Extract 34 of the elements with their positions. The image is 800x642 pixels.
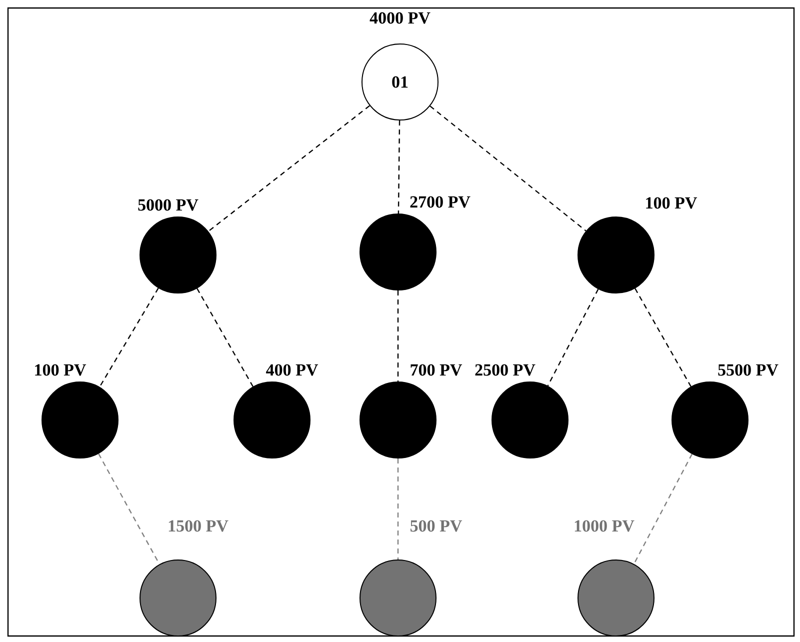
circle <box>360 560 436 636</box>
circle <box>140 216 216 294</box>
connector <box>99 288 159 388</box>
circle <box>492 382 568 458</box>
connector <box>397 458 399 560</box>
value-label: 100 PV <box>646 197 698 209</box>
value-label: 4000 PV <box>370 12 430 24</box>
value-label: 1000 PV <box>574 520 634 532</box>
connector <box>398 120 400 214</box>
circle <box>360 382 436 458</box>
connector <box>547 288 599 386</box>
circle <box>140 560 216 636</box>
circle <box>42 382 118 458</box>
connector <box>98 453 160 565</box>
circle <box>578 216 654 294</box>
connector <box>430 106 586 232</box>
value-label: 5500 PV <box>718 364 778 376</box>
circle <box>234 382 310 458</box>
value-label: 5000 PV <box>138 199 198 211</box>
value-label: 1500 PV <box>168 520 228 532</box>
connector <box>633 454 693 564</box>
circle <box>578 560 654 636</box>
connector <box>634 288 692 387</box>
value-label: 2500 PV <box>475 364 536 376</box>
connector <box>196 288 254 387</box>
value-label: 400 PV <box>266 364 318 376</box>
value-label: 2700 PV <box>410 196 470 208</box>
circle <box>360 214 436 290</box>
connector <box>397 290 399 382</box>
value-label: 700 PV <box>410 364 462 376</box>
circle <box>672 382 748 458</box>
value-label: 100 PV <box>35 364 86 376</box>
connector <box>208 105 370 232</box>
value-label: 500 PV <box>410 520 462 532</box>
